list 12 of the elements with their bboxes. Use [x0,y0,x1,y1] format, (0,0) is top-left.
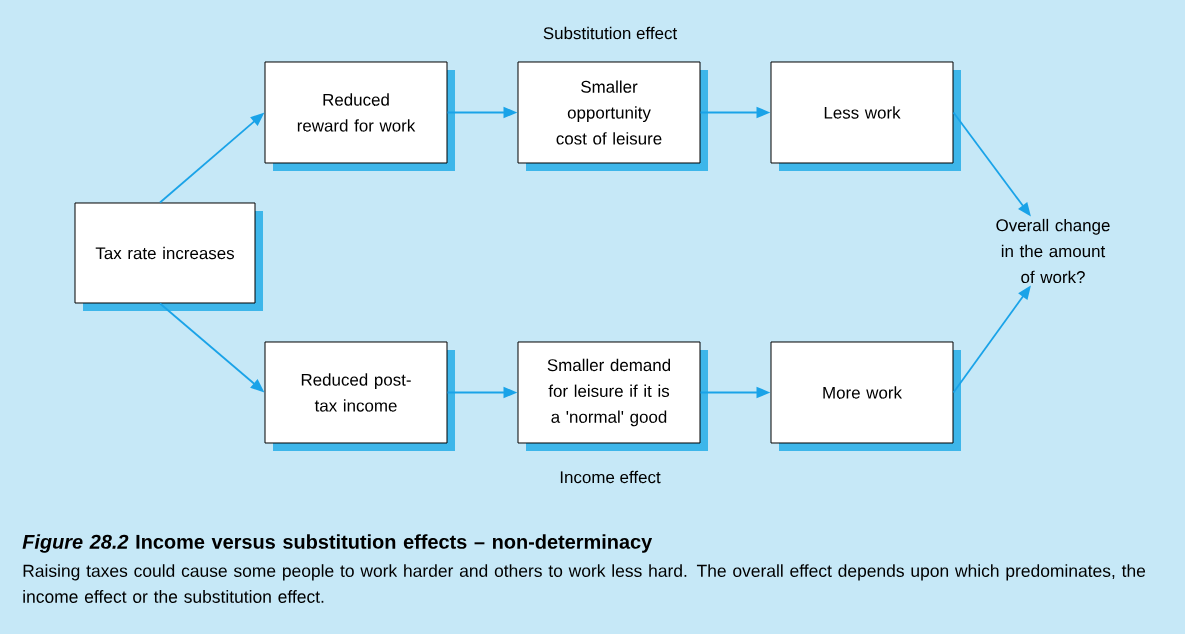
process-box: Smaller demand for leisure if it is a 'normal' good [517,341,708,451]
effect-label: Substitution effect [543,26,678,40]
process-box: Smaller opportunity cost of leisure [517,61,708,171]
figure-title: Figure 28.2 Income versus substitution effects – non-determinacy [22,534,653,553]
outcome-text: Overall change in the amount of work? [996,218,1110,284]
process-box: Tax rate increases [74,202,263,311]
caption-text: Raising taxes could cause some people to work harder and others to work less hard. The overall effect depends upon which predominates, the income effect or the substitution effect. [23,564,1146,603]
process-box: Reduced post-tax income [264,341,455,451]
process-box: More work [770,341,961,451]
process-box: Reduced reward for work [264,61,455,171]
process-box: Less work [770,61,961,171]
effect-label: Income effect [560,470,661,484]
